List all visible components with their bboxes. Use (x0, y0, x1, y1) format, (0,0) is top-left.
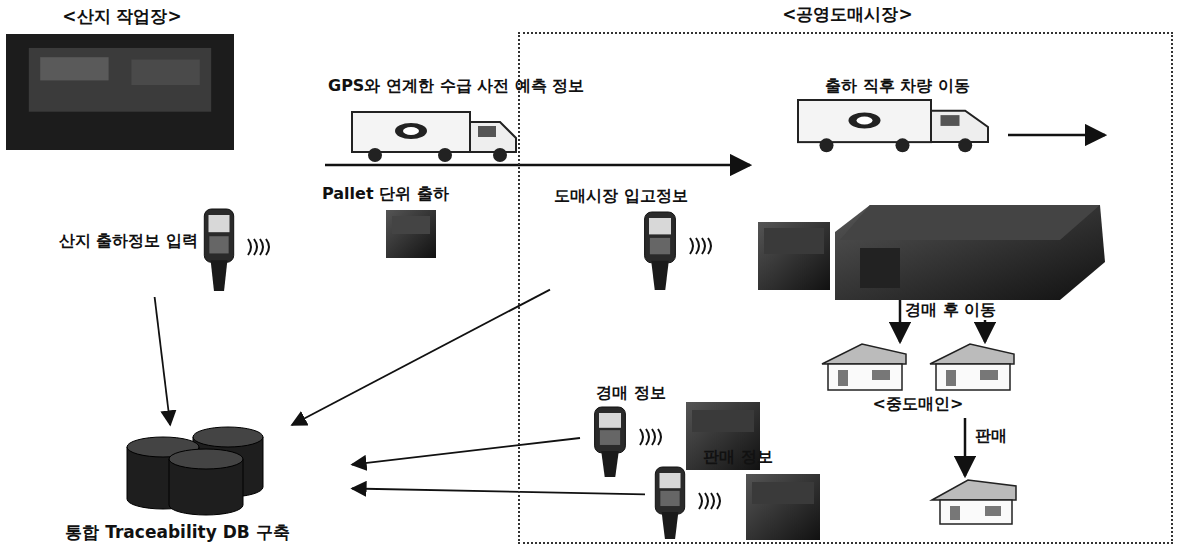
data-arrow (155, 297, 171, 425)
node-label: 도매시장 입고정보 (554, 186, 739, 206)
flow-arrow (964, 418, 967, 476)
flow-arrow (325, 164, 750, 167)
market-region: <공영도매시장>출하 직후 차량 이동도매시장 입고정보경매 정보<중도매인>판… (518, 32, 1173, 544)
data-arrow (292, 290, 550, 425)
radio-waves (244, 237, 274, 257)
truck-icon (798, 100, 988, 154)
house-icons (822, 342, 1014, 392)
data-arrow (352, 438, 580, 465)
pallet-photo (386, 210, 436, 258)
scanner-icon (649, 465, 691, 541)
flow-label: Pallet 단위 출하 (322, 184, 502, 204)
scanner-icon (198, 207, 240, 293)
sale-photo (746, 474, 820, 540)
flow-arrow (1008, 134, 1105, 137)
scanner-icon (588, 405, 632, 479)
wholesaler-houses: <중도매인> (816, 342, 1020, 416)
node-label: 판매 정보 (703, 447, 799, 467)
scanner-node: 판매 정보 (645, 447, 799, 545)
node-label: <공영도매시장> (743, 4, 952, 24)
flow-label: 경매 후 이동 (903, 300, 1041, 320)
node-label: 경매 정보 (580, 383, 682, 403)
node-label: <산지 작업장> (4, 6, 240, 26)
store-house (932, 480, 1016, 524)
flow-label: GPS와 연계한 수급 사전 예측 정보 (328, 76, 723, 96)
truck-left (352, 112, 516, 162)
site-photo (6, 34, 234, 150)
node-label: <중도매인> (816, 394, 1020, 414)
scanner-node: 도매시장 입고정보 (550, 186, 739, 294)
site-photo-box: <산지 작업장> (4, 4, 240, 152)
node-label: 통합 Traceability DB 구축 (3, 522, 352, 542)
node-label: 출하 직후 차량 이동 (788, 76, 1007, 96)
flow-arrow (899, 300, 902, 342)
scanner-node: 경매 정보 (580, 383, 682, 481)
data-arrow (352, 489, 645, 495)
scanner-icon (638, 210, 682, 292)
radio-waves (636, 427, 666, 447)
pallet-platform (835, 205, 1105, 300)
radio-waves (686, 236, 716, 256)
database-cylinders (123, 425, 273, 519)
pallet-photo (758, 222, 830, 290)
radio-waves (695, 491, 725, 511)
truck-node: 출하 직후 차량 이동 (788, 76, 1007, 156)
database-node: 통합 Traceability DB 구축 (3, 425, 352, 545)
scanner-node: 산지 출하정보 입력 (18, 205, 280, 297)
node-label: 산지 출하정보 입력 (18, 231, 198, 251)
flow-label: 판매 (973, 426, 1025, 446)
